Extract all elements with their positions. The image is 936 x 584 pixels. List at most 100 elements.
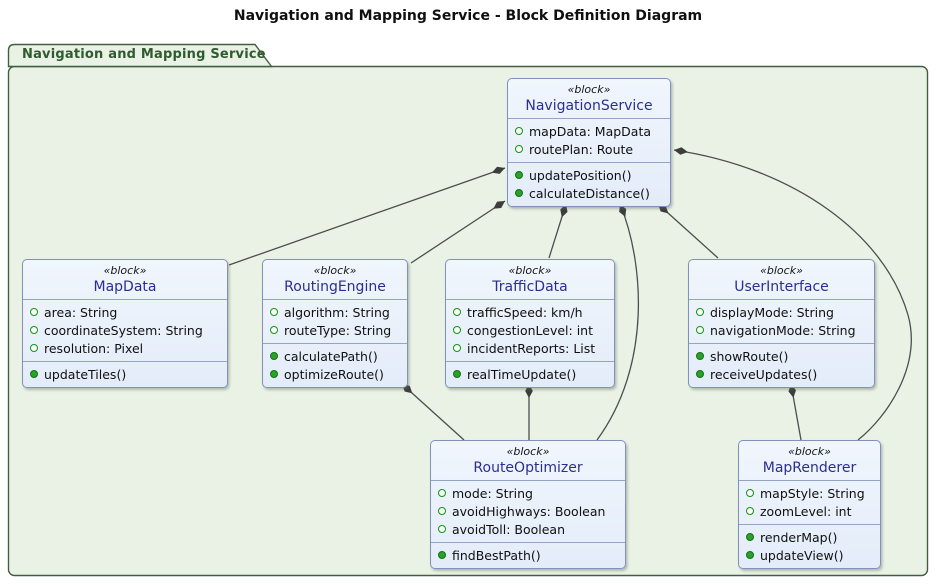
attribute-icon xyxy=(30,308,38,316)
attribute-text: avoidToll: Boolean xyxy=(452,521,566,537)
operations-section: calculatePath() optimizeRoute() xyxy=(263,343,407,387)
block-header: «block» TrafficData xyxy=(446,260,614,299)
block-navigationservice[interactable]: «block» NavigationService mapData: MapDa… xyxy=(507,78,671,207)
operation-row: renderMap() xyxy=(739,528,880,546)
block-header: «block» RouteOptimizer xyxy=(431,441,625,480)
package-tab xyxy=(7,43,273,68)
block-name: UserInterface xyxy=(734,279,829,295)
attribute-text: trafficSpeed: km/h xyxy=(467,304,583,320)
block-trafficdata[interactable]: «block» TrafficData trafficSpeed: km/h c… xyxy=(445,259,615,388)
connector-navigationservice-trafficdata xyxy=(548,203,568,259)
operation-row: calculateDistance() xyxy=(508,184,670,202)
attribute-icon xyxy=(696,308,704,316)
attribute-icon xyxy=(696,326,704,334)
operation-row: receiveUpdates() xyxy=(689,365,874,383)
attribute-text: area: String xyxy=(44,304,118,320)
operation-row: updateView() xyxy=(739,546,880,564)
block-routingengine[interactable]: «block» RoutingEngine algorithm: String … xyxy=(262,259,408,388)
block-stereotype: «block» xyxy=(506,445,550,458)
attribute-row: mode: String xyxy=(431,484,625,502)
block-maprenderer[interactable]: «block» MapRenderer mapStyle: String zoo… xyxy=(738,440,881,569)
connector-navigationservice-mapdata xyxy=(228,166,506,266)
attribute-icon xyxy=(453,344,461,352)
operations-section: renderMap() updateView() xyxy=(739,524,880,568)
operation-text: updateView() xyxy=(760,547,844,563)
attributes-section: trafficSpeed: km/h congestionLevel: int … xyxy=(446,299,614,361)
attribute-row: zoomLevel: int xyxy=(739,502,880,520)
block-name: RouteOptimizer xyxy=(473,460,583,476)
connector-navigationservice-routeoptimizer xyxy=(596,203,640,441)
attribute-icon xyxy=(30,344,38,352)
operation-text: showRoute() xyxy=(710,348,789,364)
attribute-text: algorithm: String xyxy=(284,304,390,320)
block-name: NavigationService xyxy=(525,98,653,114)
attribute-row: resolution: Pixel xyxy=(23,339,227,357)
attribute-text: coordinateSystem: String xyxy=(44,322,203,338)
attribute-text: navigationMode: String xyxy=(710,322,856,338)
block-name: TrafficData xyxy=(492,279,568,295)
operation-text: calculatePath() xyxy=(284,348,378,364)
attributes-section: area: String coordinateSystem: String re… xyxy=(23,299,227,361)
attribute-icon xyxy=(453,326,461,334)
block-stereotype: «block» xyxy=(103,264,147,277)
attributes-section: displayMode: String navigationMode: Stri… xyxy=(689,299,874,343)
block-name: MapRenderer xyxy=(762,460,857,476)
block-userinterface[interactable]: «block» UserInterface displayMode: Strin… xyxy=(688,259,875,388)
block-stereotype: «block» xyxy=(788,445,831,458)
attributes-section: mode: String avoidHighways: Boolean avoi… xyxy=(431,480,625,542)
operation-icon xyxy=(270,352,278,360)
operation-text: findBestPath() xyxy=(452,547,541,563)
attribute-row: area: String xyxy=(23,303,227,321)
attribute-row: congestionLevel: int xyxy=(446,321,614,339)
block-stereotype: «block» xyxy=(508,264,552,277)
block-stereotype: «block» xyxy=(313,264,357,277)
attribute-icon xyxy=(515,145,523,153)
block-header: «block» MapRenderer xyxy=(739,441,880,480)
operation-text: receiveUpdates() xyxy=(710,366,818,382)
block-name: MapData xyxy=(93,279,157,295)
attribute-row: routePlan: Route xyxy=(508,140,670,158)
attribute-row: displayMode: String xyxy=(689,303,874,321)
operations-section: showRoute() receiveUpdates() xyxy=(689,343,874,387)
attribute-icon xyxy=(438,525,446,533)
operation-row: updatePosition() xyxy=(508,166,670,184)
attribute-text: mapData: MapData xyxy=(529,123,652,139)
attribute-row: coordinateSystem: String xyxy=(23,321,227,339)
attributes-section: mapStyle: String zoomLevel: int xyxy=(739,480,880,524)
attribute-icon xyxy=(270,326,278,334)
connector-userinterface-maprenderer xyxy=(788,383,802,441)
operation-row: realTimeUpdate() xyxy=(446,365,614,383)
package-title: Navigation and Mapping Service xyxy=(22,47,266,62)
block-stereotype: «block» xyxy=(760,264,803,277)
operations-section: updatePosition() calculateDistance() xyxy=(508,162,670,206)
connector-navigationservice-maprenderer xyxy=(673,147,912,441)
block-routeoptimizer[interactable]: «block» RouteOptimizer mode: String avoi… xyxy=(430,440,626,569)
attribute-icon xyxy=(270,308,278,316)
operation-icon xyxy=(453,370,461,378)
attribute-text: routeType: String xyxy=(284,322,392,338)
operations-section: findBestPath() xyxy=(431,542,625,568)
block-stereotype: «block» xyxy=(567,83,611,96)
operation-text: updateTiles() xyxy=(44,366,127,382)
attribute-row: algorithm: String xyxy=(263,303,407,321)
operation-row: updateTiles() xyxy=(23,365,227,383)
attribute-text: mode: String xyxy=(452,485,533,501)
attribute-row: routeType: String xyxy=(263,321,407,339)
attribute-row: trafficSpeed: km/h xyxy=(446,303,614,321)
attribute-text: incidentReports: List xyxy=(467,340,596,356)
operation-text: optimizeRoute() xyxy=(284,366,384,382)
operations-section: realTimeUpdate() xyxy=(446,361,614,387)
attribute-text: mapStyle: String xyxy=(760,485,865,501)
attribute-icon xyxy=(438,507,446,515)
operations-section: updateTiles() xyxy=(23,361,227,387)
attribute-text: avoidHighways: Boolean xyxy=(452,503,606,519)
attribute-text: resolution: Pixel xyxy=(44,340,144,356)
block-mapdata[interactable]: «block» MapData area: String coordinateS… xyxy=(22,259,228,388)
block-header: «block» RoutingEngine xyxy=(263,260,407,299)
attribute-row: incidentReports: List xyxy=(446,339,614,357)
attribute-icon xyxy=(453,308,461,316)
attribute-icon xyxy=(438,489,446,497)
attribute-text: routePlan: Route xyxy=(529,141,634,157)
operation-icon xyxy=(696,370,704,378)
operation-icon xyxy=(30,370,38,378)
